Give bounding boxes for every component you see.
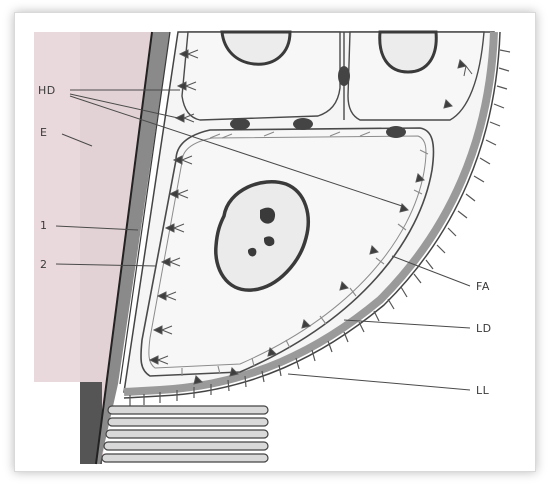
leader-ll	[288, 374, 470, 390]
label-hd: HD	[38, 84, 56, 97]
label-2: 2	[40, 258, 48, 271]
collagen-fibres	[102, 406, 268, 462]
nucleus-top-right	[380, 32, 437, 72]
label-fa: FA	[476, 280, 490, 293]
nucleolus-1	[260, 208, 275, 224]
label-ld: LD	[476, 322, 492, 335]
label-ll: LL	[476, 384, 490, 397]
label-e: E	[40, 126, 47, 139]
label-1: 1	[40, 219, 48, 232]
leader-ld	[344, 320, 470, 328]
